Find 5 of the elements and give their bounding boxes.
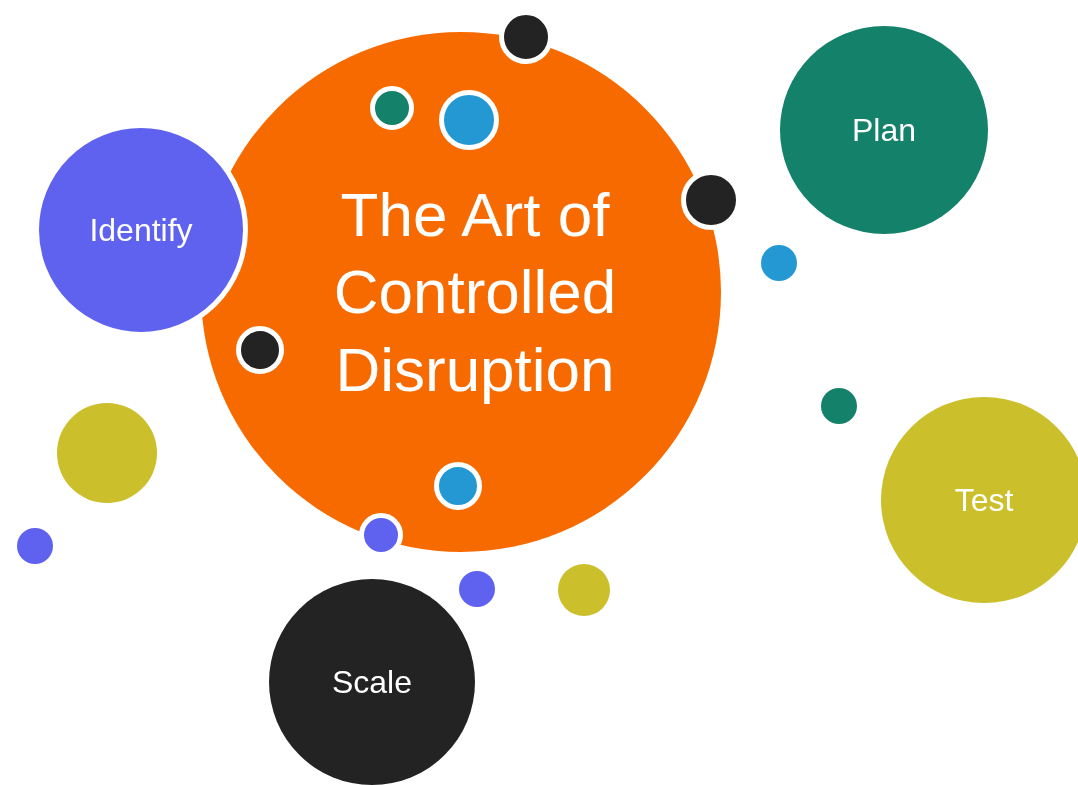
- circle-label: Scale: [331, 663, 412, 702]
- circle-label: The Art of Controlled Disruption: [332, 178, 618, 406]
- circle-label: Identify: [89, 211, 193, 250]
- circle-label: Test: [954, 481, 1014, 520]
- circle-label: Plan: [851, 111, 916, 150]
